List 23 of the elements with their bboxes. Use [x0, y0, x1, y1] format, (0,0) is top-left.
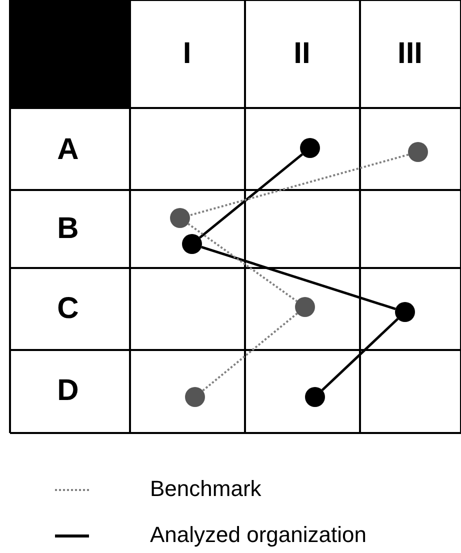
row-header: A — [57, 135, 79, 165]
dot-marker — [408, 142, 428, 162]
legend-text: Benchmark — [150, 478, 262, 500]
connector-line — [201, 246, 396, 310]
dot-marker — [185, 387, 205, 407]
dot-marker — [295, 297, 315, 317]
dotted-connector-line — [189, 154, 409, 216]
column-header: III — [398, 39, 422, 69]
dot-marker — [300, 138, 320, 158]
dot-marker — [182, 234, 202, 254]
dotted-connector-line — [202, 312, 298, 392]
row-header: B — [57, 214, 79, 244]
row-header: C — [57, 294, 79, 324]
connector-line — [321, 318, 399, 392]
column-header: I — [182, 39, 192, 69]
legend-text: Analyzed organization — [150, 524, 366, 546]
dot-marker — [395, 302, 415, 322]
dot-marker — [305, 387, 325, 407]
row-header: D — [57, 376, 79, 406]
dot-marker — [170, 208, 190, 228]
column-header: II — [294, 39, 310, 69]
dotted-connector-line — [188, 222, 298, 302]
connector-line — [198, 153, 304, 239]
